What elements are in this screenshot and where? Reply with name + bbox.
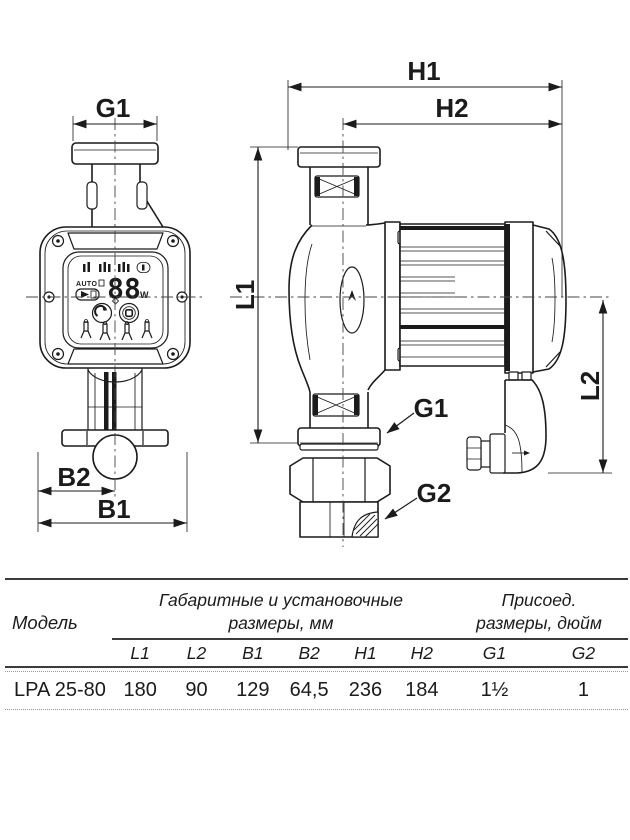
inch-dimensions-group-header: Присоед. размеры, дюйм bbox=[450, 580, 628, 640]
model-value: LPA 25-80 bbox=[14, 679, 106, 701]
pump-dimension-drawing: AUTO 88 W bbox=[26, 56, 612, 547]
volute-body bbox=[288, 222, 386, 393]
cable-elbow bbox=[466, 371, 547, 474]
dim-label-g1-front: G1 bbox=[96, 93, 131, 123]
union-tailpiece bbox=[299, 501, 379, 538]
cable-gland bbox=[466, 433, 506, 474]
motor-end-cap bbox=[532, 224, 567, 373]
callout-label-g1: G1 bbox=[414, 393, 449, 423]
head-bottom-band bbox=[67, 348, 164, 365]
model-column-header: Модель bbox=[12, 612, 78, 633]
dimension-l2: L2 bbox=[548, 300, 612, 474]
pump-mode-icons bbox=[80, 319, 153, 341]
callout-label-g2: G2 bbox=[417, 478, 452, 508]
auto-arrow-icon bbox=[81, 291, 89, 298]
control-panel: AUTO 88 W bbox=[62, 251, 169, 349]
front-view: AUTO 88 W bbox=[39, 142, 191, 480]
head-top-band bbox=[67, 232, 164, 250]
pump-head: AUTO 88 W bbox=[39, 226, 191, 369]
auto-indicator-box bbox=[98, 279, 105, 287]
dim-label-h1: H1 bbox=[407, 56, 440, 86]
mode-button bbox=[91, 302, 113, 324]
table-row: LPA 25-80 180 90 129 64,5 236 184 1½ 1 bbox=[5, 672, 628, 709]
dim-label-b2: B2 bbox=[57, 462, 90, 492]
dim-label-b1: B1 bbox=[97, 494, 130, 524]
inch-group-line1: Присоед. bbox=[501, 590, 577, 610]
table-column-letters-row: L1 L2 B1 B2 H1 H2 G1 G2 bbox=[5, 640, 628, 666]
col-header-l2: L2 bbox=[186, 642, 207, 663]
dim-value-b2: 64,5 bbox=[289, 679, 329, 701]
select-button bbox=[118, 302, 140, 324]
lower-union-clip bbox=[312, 393, 360, 417]
mm-group-line1: Габаритные и установочные bbox=[159, 590, 403, 610]
nameplate-arrow bbox=[348, 290, 356, 301]
nameplate-oval bbox=[339, 266, 365, 334]
dim-value-h1: 236 bbox=[348, 679, 383, 701]
upper-union-clip bbox=[314, 175, 360, 198]
callout-g2: G2 bbox=[384, 478, 452, 520]
side-view bbox=[288, 146, 567, 538]
dim-value-b1: 129 bbox=[236, 679, 270, 701]
mm-dimensions-group-header: Габаритные и установочные размеры, мм bbox=[112, 580, 450, 640]
dim-label-l1: L1 bbox=[230, 280, 260, 310]
speed-indicator-icons bbox=[83, 262, 151, 273]
dimensions-table: Модель Габаритные и установочные размеры… bbox=[5, 578, 628, 711]
col-header-h1: H1 bbox=[354, 642, 377, 663]
motor bbox=[384, 221, 567, 374]
watt-unit-label: W bbox=[140, 290, 149, 300]
dim-value-g2: 1 bbox=[577, 679, 590, 701]
dim-label-l2: L2 bbox=[575, 371, 605, 401]
union-nut bbox=[289, 457, 391, 503]
auto-mode-pill bbox=[75, 288, 100, 301]
dim-value-g1: 1½ bbox=[480, 679, 509, 701]
dimension-b1: B1 bbox=[38, 452, 188, 532]
col-header-g1: G1 bbox=[482, 642, 507, 663]
col-header-l1: L1 bbox=[130, 642, 150, 663]
dim-label-h2: H2 bbox=[435, 93, 468, 123]
pipe-clip-right bbox=[136, 181, 148, 210]
inch-group-line2: размеры, дюйм bbox=[476, 613, 602, 633]
motor-front-ring bbox=[384, 221, 401, 371]
diamond-marker bbox=[111, 297, 120, 305]
table-separator bbox=[5, 666, 628, 672]
dim-value-l2: 90 bbox=[185, 679, 208, 701]
side-top-flange bbox=[297, 146, 381, 168]
dimension-g1-front: G1 bbox=[72, 93, 158, 141]
power-display: 88 bbox=[107, 272, 141, 305]
dimension-h1: H1 bbox=[287, 56, 563, 297]
motor-fin-block bbox=[399, 223, 506, 367]
mm-group-line2: размеры, мм bbox=[228, 613, 334, 633]
motor-fins bbox=[400, 246, 505, 358]
table-group-header-row: Модель Габаритные и установочные размеры… bbox=[5, 578, 628, 640]
callout-g1-side: G1 bbox=[386, 393, 449, 434]
col-header-b2: B2 bbox=[298, 642, 320, 663]
dim-value-h2: 184 bbox=[405, 679, 439, 701]
dim-value-l1: 180 bbox=[123, 679, 157, 701]
col-header-b1: B1 bbox=[242, 642, 264, 663]
dimension-b2: B2 bbox=[37, 452, 115, 532]
pipe-clip-left bbox=[86, 181, 98, 210]
dimension-l1: L1 bbox=[230, 146, 298, 444]
col-header-g2: G2 bbox=[571, 642, 596, 663]
dimension-h2: H2 bbox=[343, 93, 562, 129]
col-header-h2: H2 bbox=[410, 642, 433, 663]
auto-label: AUTO bbox=[76, 281, 97, 288]
centerlines bbox=[26, 118, 612, 547]
table-bottom-rule bbox=[5, 709, 628, 711]
